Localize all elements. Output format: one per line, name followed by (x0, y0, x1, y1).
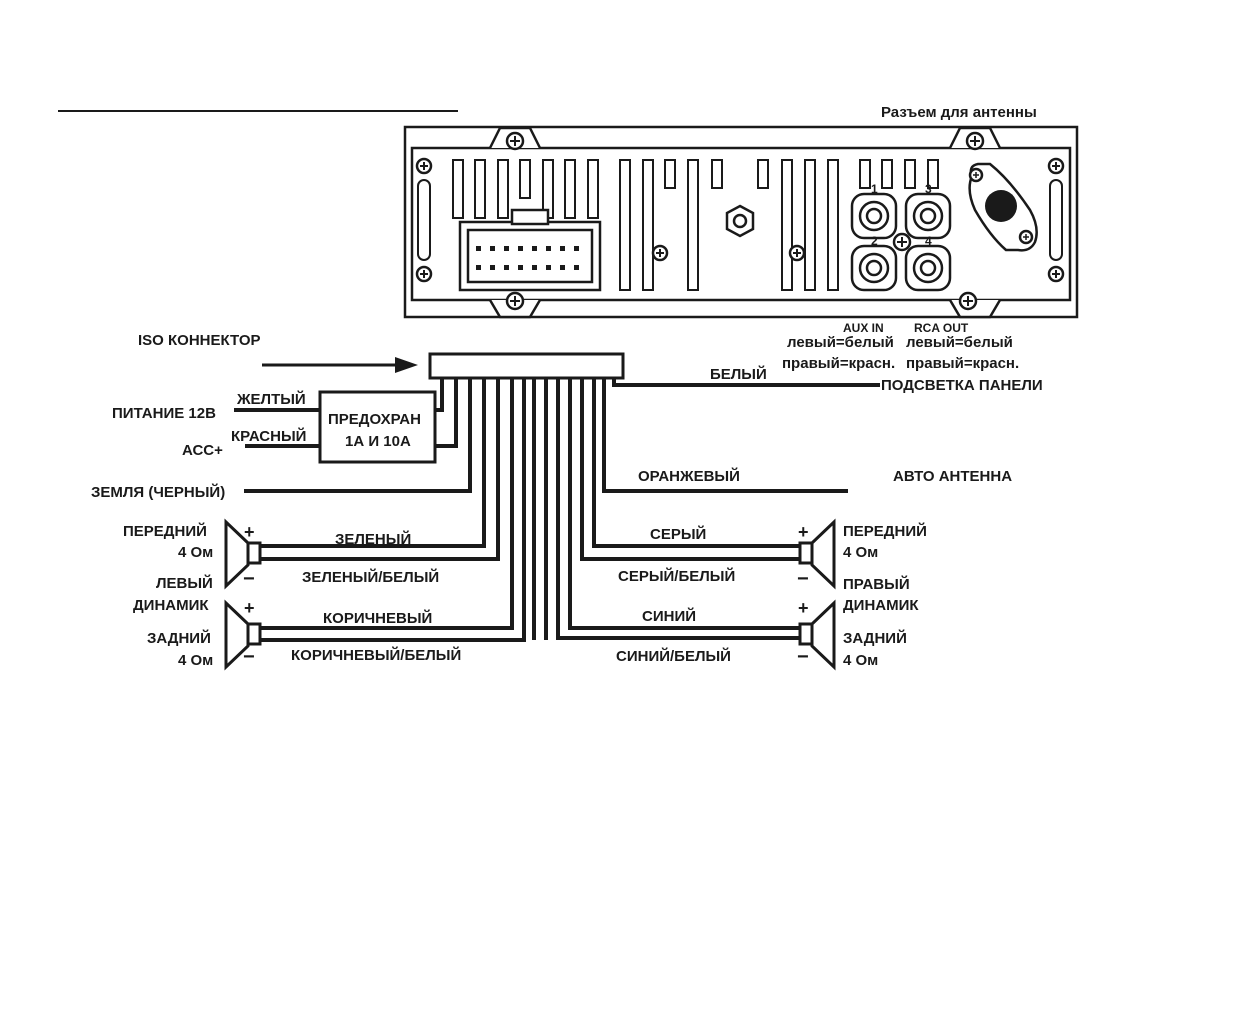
fuse-label-line2: 1А И 10А (345, 433, 411, 450)
iso-connector-plug (428, 352, 625, 380)
plus-sign: + (798, 522, 809, 542)
right-speaker-label-2: ДИНАМИК (843, 597, 919, 614)
cooling-fins (452, 159, 939, 291)
rear-right-label: ЗАДНИЙ (843, 629, 907, 647)
antenna-connector-label: Разъем для антенны (881, 104, 1037, 121)
orange-wire-label: ОРАНЖЕВЫЙ (638, 467, 740, 485)
blue-wire-label: СИНИЙ (642, 607, 696, 625)
rca-out-label: RCA OUT (914, 321, 969, 335)
minus-sign: − (243, 646, 255, 668)
green-wire-label: ЗЕЛЕНЫЙ (335, 530, 411, 548)
fuse-label-line1: ПРЕДОХРАН (328, 411, 421, 428)
aux-in-label: AUX IN (843, 321, 884, 335)
rear-left-ohm: 4 Ом (178, 652, 213, 669)
iso-connector-label: ISO КОННЕКТОР (138, 332, 261, 349)
aux-left-label: левый=белый (787, 334, 894, 351)
white-wire-label: БЕЛЫЙ (710, 365, 767, 383)
aux-right-label: правый=красн. (782, 355, 895, 372)
panel-light-label: ПОДСВЕТКА ПАНЕЛИ (881, 377, 1043, 394)
left-speaker-label: ЛЕВЫЙ (156, 574, 213, 592)
plus-sign: + (798, 598, 809, 618)
left-speaker-label-2: ДИНАМИК (133, 597, 209, 614)
blue-white-wire-label: СИНИЙ/БЕЛЫЙ (616, 647, 731, 665)
power-12v-label: ПИТАНИЕ 12В (112, 405, 216, 422)
grey-white-wire-label: СЕРЫЙ/БЕЛЫЙ (618, 567, 735, 585)
yellow-wire-label: ЖЕЛТЫЙ (236, 390, 306, 408)
rca-jack-2: 2 (850, 234, 898, 292)
speaker-icon: + − (224, 598, 262, 671)
speaker-icon: + − (797, 598, 836, 671)
auto-antenna-label: АВТО АНТЕННА (893, 468, 1012, 485)
plus-sign: + (244, 522, 255, 542)
front-right-ohm: 4 Ом (843, 544, 878, 561)
rear-right-ohm: 4 Ом (843, 652, 878, 669)
minus-sign: − (243, 568, 255, 590)
rca-jacks: 1 3 2 4 (850, 182, 952, 292)
iso-socket (458, 208, 602, 292)
acc-label: АСС+ (182, 442, 223, 459)
minus-sign: − (797, 568, 809, 590)
green-white-wire-label: ЗЕЛЕНЫЙ/БЕЛЫЙ (302, 568, 439, 586)
speaker-icon: + − (797, 518, 836, 590)
brown-white-wire-label: КОРИЧНЕВЫЙ/БЕЛЫЙ (291, 646, 461, 664)
wires (234, 378, 880, 642)
brown-wire-label: КОРИЧНЕВЫЙ (323, 609, 432, 627)
front-right-label: ПЕРЕДНИЙ (843, 522, 927, 540)
plus-sign: + (244, 598, 255, 618)
rca-left-label: левый=белый (906, 334, 1013, 351)
right-speaker-label: ПРАВЫЙ (843, 575, 910, 593)
rca-jack-4: 4 (904, 234, 952, 292)
jack-number-4: 4 (925, 234, 932, 248)
ground-label: ЗЕМЛЯ (ЧЕРНЫЙ) (91, 483, 225, 501)
rca-jack-3: 3 (904, 182, 952, 240)
rear-left-label: ЗАДНИЙ (147, 629, 211, 647)
jack-number-2: 2 (871, 234, 878, 248)
front-left-label: ПЕРЕДНИЙ (123, 522, 207, 540)
jack-number-1: 1 (871, 182, 878, 196)
minus-sign: − (797, 646, 809, 668)
jack-number-3: 3 (925, 182, 932, 196)
arrow-icon (262, 357, 418, 373)
antenna-socket (968, 162, 1038, 252)
mounting-nut (725, 204, 755, 238)
speaker-icon: + − (224, 518, 262, 590)
front-left-ohm: 4 Ом (178, 544, 213, 561)
red-wire-label: КРАСНЫЙ (231, 427, 306, 445)
screw-icons (415, 131, 1065, 311)
grey-wire-label: СЕРЫЙ (650, 525, 706, 543)
rca-jack-1: 1 (850, 182, 898, 240)
fuse-box (318, 390, 437, 464)
head-unit-rear-panel: 1 3 2 4 (403, 125, 1079, 319)
rca-right-label: правый=красн. (906, 355, 1019, 372)
